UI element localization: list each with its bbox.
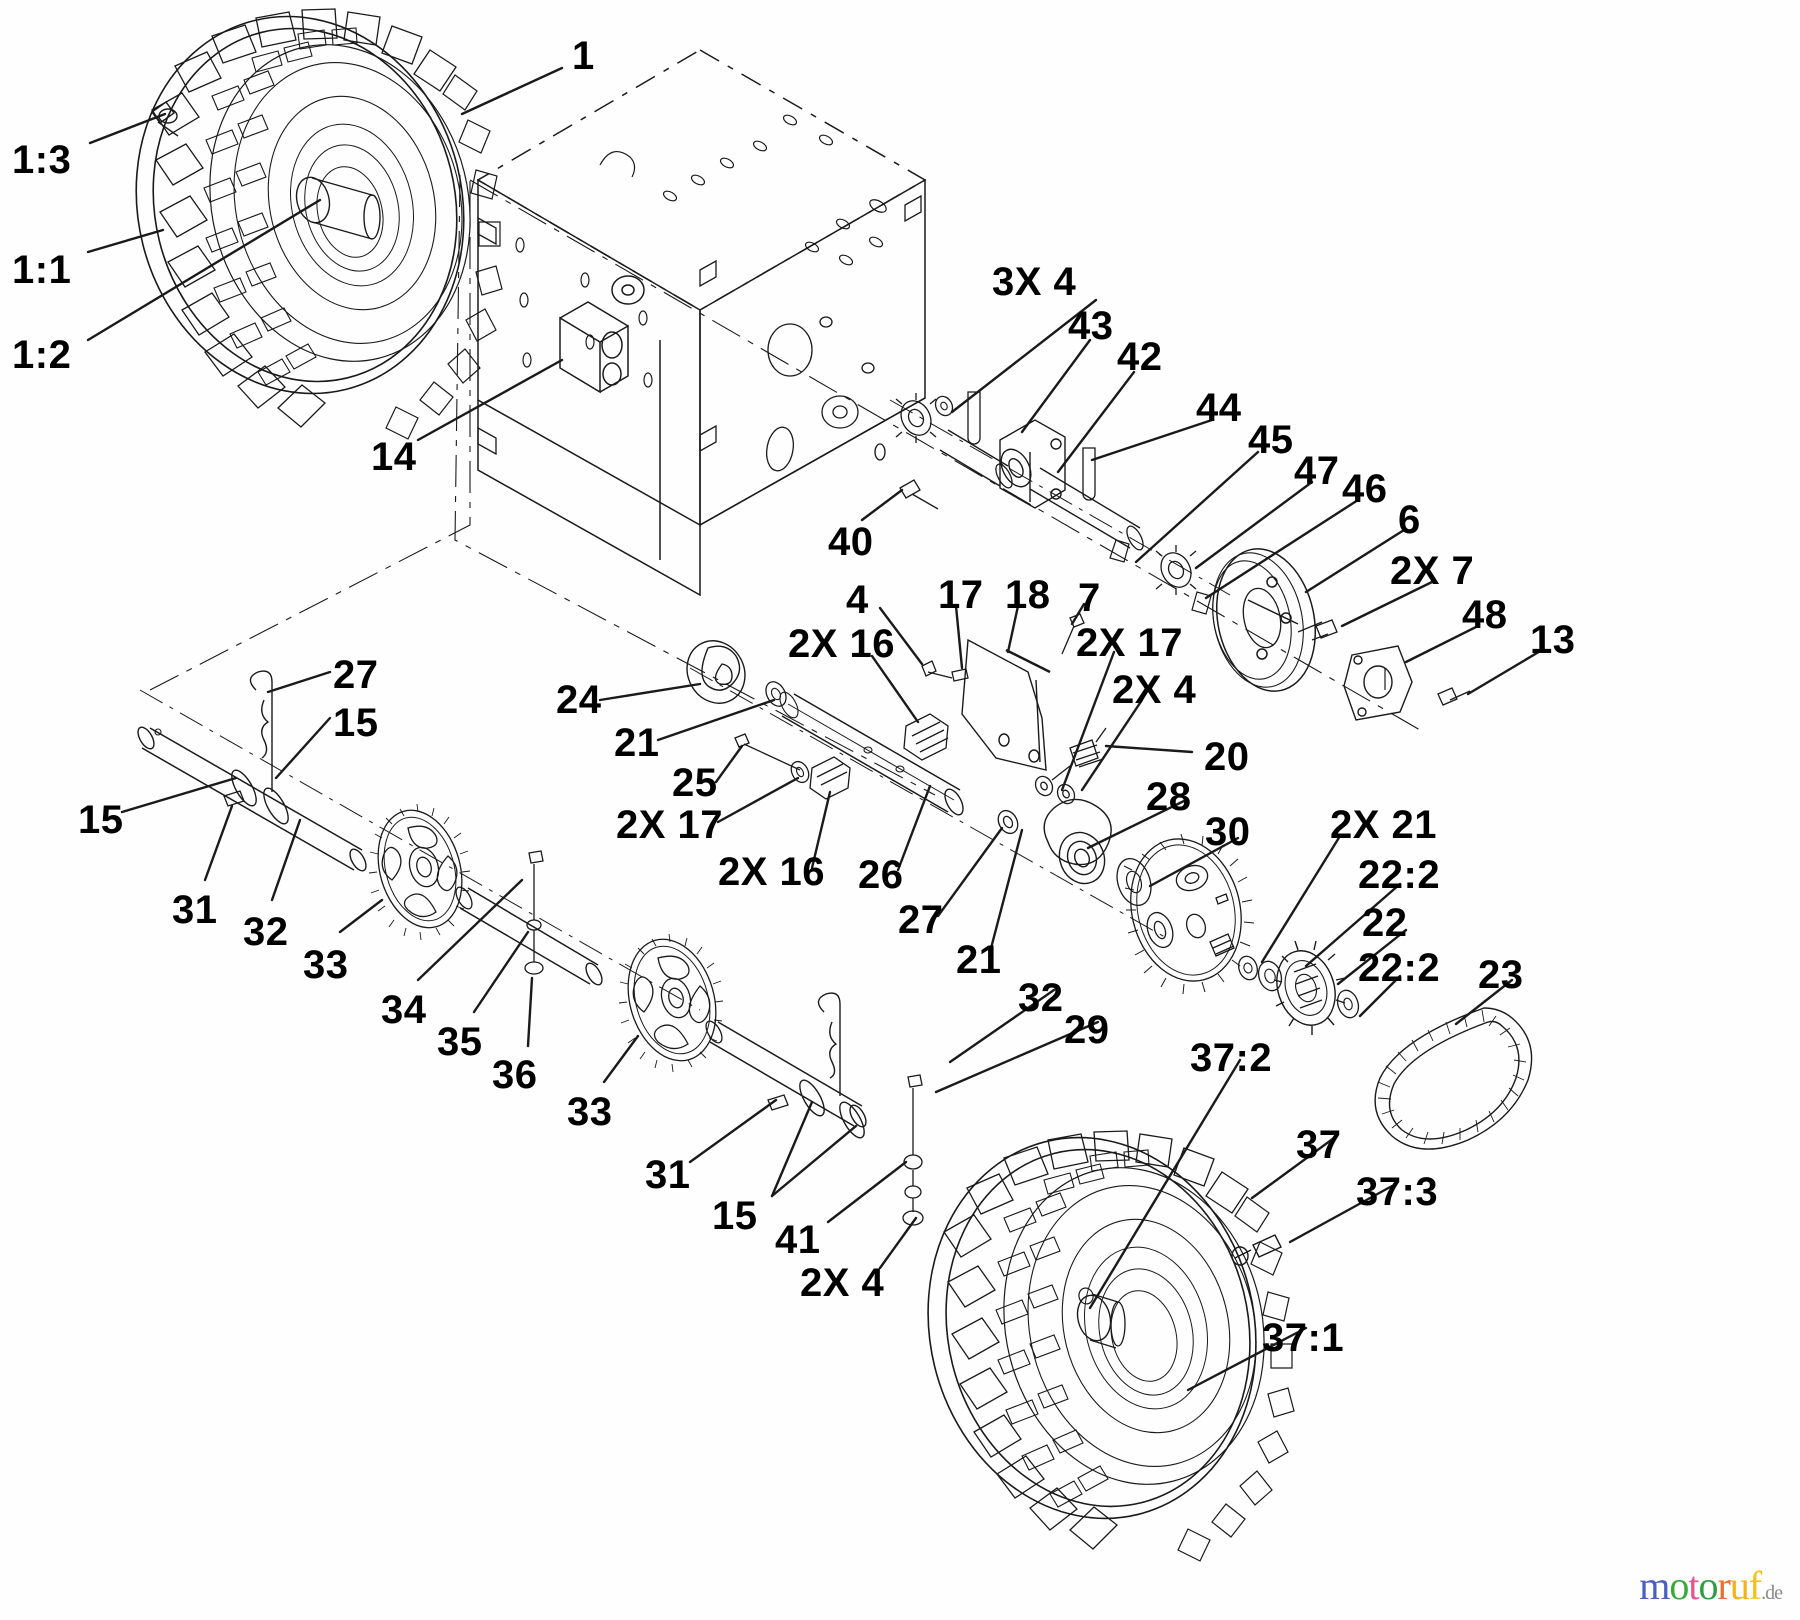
callout-1-3: 1:3 (12, 138, 72, 182)
gear-33-lower (618, 933, 724, 1073)
callout-42: 42 (1117, 335, 1163, 379)
callout-15-b: 15 (78, 798, 124, 842)
callout-30: 30 (1205, 810, 1251, 854)
callout-40: 40 (828, 520, 874, 564)
callout-37-1: 37:1 (1262, 1316, 1345, 1360)
callout-17: 17 (938, 573, 984, 617)
watermark-letter-t-2: t (1688, 1563, 1699, 1608)
gear-33-upper (368, 803, 471, 941)
callout-22-2-a: 22:2 (1358, 853, 1441, 897)
callout-31-a: 31 (172, 888, 218, 932)
watermark-letter-f-6: f (1748, 1563, 1762, 1608)
drive-sprocket-chain-assembly (1123, 833, 1533, 1150)
watermark-letter-m-0: m (1639, 1563, 1670, 1608)
callout-1-2: 1:2 (12, 333, 72, 377)
callout-32-b: 32 (1018, 976, 1064, 1020)
watermark-letter-o-3: o (1698, 1563, 1718, 1608)
callout-21-a: 21 (614, 721, 660, 765)
callout-7: 7 (1078, 576, 1101, 620)
callout-2x-4-b: 2X 4 (800, 1261, 885, 1305)
roller-chain (1374, 1007, 1533, 1150)
left-wheel-assembly (135, 8, 503, 440)
callout-46: 46 (1342, 467, 1388, 511)
watermark-letter-o-1: o (1669, 1563, 1689, 1608)
left-axle-gear-assembly (137, 670, 924, 1226)
callout-22: 22 (1362, 901, 1408, 945)
callout-41: 41 (775, 1218, 821, 1262)
callout-20: 20 (1204, 735, 1250, 779)
upper-drive-shaft-assembly (889, 391, 1471, 721)
callout-22-2-b: 22:2 (1358, 946, 1441, 990)
watermark-suffix: .de (1761, 1582, 1783, 1604)
watermark-letter-u-5: u (1729, 1563, 1750, 1608)
callout-33-a: 33 (303, 943, 349, 987)
center-hex-shaft-assembly (686, 613, 1171, 941)
callout-37: 37 (1296, 1123, 1342, 1167)
callout-28: 28 (1146, 775, 1192, 819)
callout-15-c: 15 (712, 1194, 758, 1238)
callout-15-a: 15 (333, 701, 379, 745)
callout-27-a: 27 (898, 898, 944, 942)
callout-31-b: 31 (645, 1153, 691, 1197)
callout-34: 34 (381, 988, 427, 1032)
callout-27-b: 27 (333, 653, 379, 697)
callout-13: 13 (1530, 618, 1576, 662)
callout-2x-16-b: 2X 16 (718, 850, 826, 894)
callout-29: 29 (1064, 1008, 1110, 1052)
callout-47: 47 (1294, 449, 1340, 493)
callout-6: 6 (1398, 498, 1421, 542)
callout-45: 45 (1248, 418, 1294, 462)
callout-48: 48 (1462, 593, 1508, 637)
callout-3x-4: 3X 4 (992, 260, 1077, 304)
callout-2x-16-a: 2X 16 (788, 622, 896, 666)
callout-23: 23 (1478, 953, 1524, 997)
callout-18: 18 (1005, 573, 1051, 617)
callout-2x-7: 2X 7 (1390, 549, 1475, 593)
leader-lines (86, 66, 1544, 1392)
transmission-housing (149, 49, 1421, 796)
callout-36: 36 (492, 1053, 538, 1097)
callout-24: 24 (556, 678, 602, 722)
callout-2x-21: 2X 21 (1330, 803, 1438, 847)
callout-43: 43 (1068, 304, 1114, 348)
callout-33-b: 33 (567, 1090, 613, 1134)
callout-4: 4 (846, 578, 869, 622)
callout-35: 35 (437, 1020, 483, 1064)
callout-25: 25 (672, 761, 718, 805)
callout-44: 44 (1196, 386, 1242, 430)
callout-37-3: 37:3 (1356, 1170, 1439, 1214)
motoruf-watermark: motoruf.de (1639, 1563, 1783, 1608)
callout-37-2: 37:2 (1190, 1036, 1273, 1080)
callout-1-1: 1:1 (12, 248, 72, 292)
callout-2x-17-b: 2X 17 (616, 803, 724, 847)
callout-1: 1 (572, 34, 595, 78)
callout-14: 14 (371, 435, 417, 479)
callout-21-b: 21 (956, 938, 1002, 982)
watermark-letter-r-4: r (1717, 1563, 1730, 1608)
callout-2x-17-a: 2X 17 (1076, 621, 1184, 665)
callout-26: 26 (858, 853, 904, 897)
right-wheel-assembly (927, 1130, 1295, 1562)
callout-2x-4-a: 2X 4 (1112, 668, 1197, 712)
callout-32-a: 32 (243, 910, 289, 954)
